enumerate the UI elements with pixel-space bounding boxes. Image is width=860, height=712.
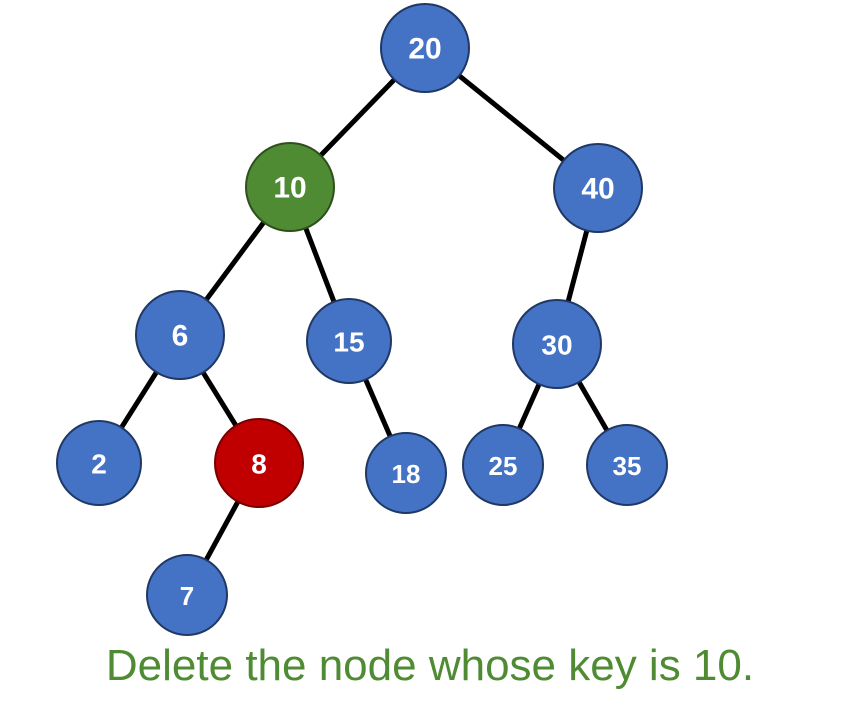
tree-edge-n40-n30	[564, 225, 591, 307]
tree-edge-n10-n15	[302, 222, 338, 308]
tree-edge-n6-n8	[199, 367, 240, 431]
tree-node-15[interactable]: 15	[306, 298, 392, 384]
tree-edge-n10-n6	[201, 217, 269, 305]
tree-node-18[interactable]: 18	[365, 432, 447, 514]
node-key-label-18: 18	[392, 459, 421, 489]
node-key-label-2: 2	[91, 449, 107, 480]
tree-node-40[interactable]: 40	[553, 143, 643, 233]
node-circle-10	[245, 142, 335, 232]
node-key-label-8: 8	[251, 449, 267, 480]
node-key-label-40: 40	[581, 173, 614, 206]
node-circle-18	[365, 432, 447, 514]
node-key-label-15: 15	[333, 327, 364, 358]
node-circle-2	[56, 420, 142, 506]
tree-edge-n20-n10	[316, 74, 399, 161]
node-circle-8	[214, 418, 304, 508]
node-key-label-6: 6	[172, 320, 189, 353]
tree-edge-n30-n35	[575, 376, 611, 436]
edges-layer	[117, 71, 611, 566]
caption-text: Delete the node whose key is 10.	[105, 641, 755, 690]
tree-node-35[interactable]: 35	[586, 424, 668, 506]
tree-node-25[interactable]: 25	[462, 424, 544, 506]
node-key-label-7: 7	[180, 581, 194, 611]
node-circle-15	[306, 298, 392, 384]
tree-edge-n30-n25	[515, 378, 543, 434]
node-circle-35	[586, 424, 668, 506]
tree-edge-n6-n2	[117, 367, 161, 433]
node-key-label-25: 25	[489, 451, 518, 481]
node-key-label-30: 30	[541, 330, 572, 361]
tree-edge-n15-n18	[361, 374, 394, 442]
node-circle-25	[462, 424, 544, 506]
node-circle-30	[512, 299, 602, 389]
node-circle-6	[135, 290, 225, 380]
tree-edge-n8-n7	[202, 496, 242, 566]
nodes-layer: 20 10 40 6 15 30 2 8 18 25 35 7	[56, 3, 668, 636]
node-circle-40	[553, 143, 643, 233]
node-circle-20	[380, 3, 470, 93]
node-key-label-10: 10	[273, 172, 306, 205]
tree-node-8[interactable]: 8	[214, 418, 304, 508]
node-circle-7	[146, 554, 228, 636]
tree-node-20[interactable]: 20	[380, 3, 470, 93]
node-key-label-20: 20	[408, 33, 441, 66]
tree-edge-n20-n40	[454, 71, 569, 165]
tree-node-2[interactable]: 2	[56, 420, 142, 506]
tree-node-7[interactable]: 7	[146, 554, 228, 636]
tree-node-30[interactable]: 30	[512, 299, 602, 389]
tree-node-10[interactable]: 10	[245, 142, 335, 232]
node-key-label-35: 35	[613, 451, 642, 481]
tree-node-6[interactable]: 6	[135, 290, 225, 380]
